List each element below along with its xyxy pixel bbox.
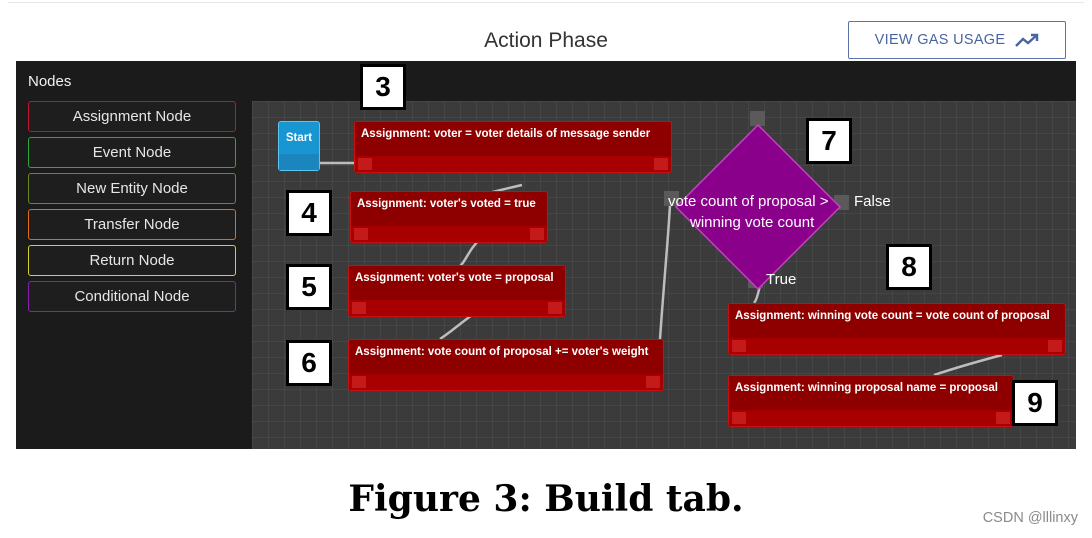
palette-conditional-node[interactable]: Conditional Node bbox=[28, 281, 236, 312]
condition-text-line1: vote count of proposal > bbox=[668, 193, 829, 210]
page-title: Action Phase bbox=[484, 29, 608, 52]
assignment-node-vote-count[interactable]: Assignment: vote count of proposal += vo… bbox=[348, 339, 664, 391]
palette-transfer-node[interactable]: Transfer Node bbox=[28, 209, 236, 240]
node-label: Assignment: winning proposal name = prop… bbox=[735, 382, 998, 394]
palette-item-label: Assignment Node bbox=[72, 108, 192, 125]
node-input-port[interactable] bbox=[732, 340, 746, 352]
annotation-3: 3 bbox=[360, 64, 406, 110]
trending-up-icon bbox=[1015, 33, 1039, 47]
annotation-5: 5 bbox=[286, 264, 332, 310]
conditional-node[interactable] bbox=[674, 123, 842, 291]
annotation-4: 4 bbox=[286, 190, 332, 236]
node-output-port[interactable] bbox=[654, 158, 668, 170]
action-phase-panel: Action Phase VIEW GAS USAGE Nodes Assign… bbox=[8, 2, 1084, 449]
watermark: CSDN @lllinxy bbox=[982, 510, 1078, 526]
condition-true-label: True bbox=[766, 271, 797, 288]
condition-text-line2: winning vote count bbox=[690, 214, 815, 231]
figure-caption: Figure 3: Build tab. bbox=[348, 478, 744, 520]
node-label: Assignment: voter = voter details of mes… bbox=[361, 128, 651, 140]
annotation-9: 9 bbox=[1012, 380, 1058, 426]
nodes-heading: Nodes bbox=[28, 73, 72, 90]
condition-left-port[interactable] bbox=[664, 191, 679, 206]
condition-input-port[interactable] bbox=[750, 111, 765, 126]
view-gas-usage-label: VIEW GAS USAGE bbox=[874, 32, 1006, 48]
node-input-port[interactable] bbox=[358, 158, 372, 170]
start-node[interactable]: Start bbox=[278, 121, 320, 171]
node-output-port[interactable] bbox=[548, 302, 562, 314]
node-input-port[interactable] bbox=[732, 412, 746, 424]
palette-return-node[interactable]: Return Node bbox=[28, 245, 236, 276]
node-output-port[interactable] bbox=[646, 376, 660, 388]
node-output-port[interactable] bbox=[996, 412, 1010, 424]
condition-false-label: False bbox=[854, 193, 891, 210]
palette-item-label: Transfer Node bbox=[84, 216, 180, 233]
node-label: Assignment: vote count of proposal += vo… bbox=[355, 346, 649, 358]
annotation-8: 8 bbox=[886, 244, 932, 290]
assignment-node-voter[interactable]: Assignment: voter = voter details of mes… bbox=[354, 121, 672, 173]
palette-item-label: Conditional Node bbox=[74, 288, 190, 305]
annotation-6: 6 bbox=[286, 340, 332, 386]
node-input-port[interactable] bbox=[354, 228, 368, 240]
palette-assignment-node[interactable]: Assignment Node bbox=[28, 101, 236, 132]
annotation-7: 7 bbox=[806, 118, 852, 164]
node-output-port[interactable] bbox=[530, 228, 544, 240]
node-output-port[interactable] bbox=[1048, 340, 1062, 352]
node-label: Assignment: winning vote count = vote co… bbox=[735, 310, 1050, 322]
node-input-port[interactable] bbox=[352, 302, 366, 314]
node-label: Assignment: voter's vote = proposal bbox=[355, 272, 554, 284]
palette-new-entity-node[interactable]: New Entity Node bbox=[28, 173, 236, 204]
assignment-node-winning-proposal-name[interactable]: Assignment: winning proposal name = prop… bbox=[728, 375, 1014, 427]
start-node-label: Start bbox=[285, 132, 313, 144]
view-gas-usage-button[interactable]: VIEW GAS USAGE bbox=[848, 21, 1066, 59]
graph-canvas[interactable]: Start Assignment: voter = voter details … bbox=[252, 101, 1076, 449]
node-editor: Nodes Assignment Node Event Node New Ent… bbox=[16, 61, 1076, 449]
palette-event-node[interactable]: Event Node bbox=[28, 137, 236, 168]
assignment-node-vote[interactable]: Assignment: voter's vote = proposal bbox=[348, 265, 566, 317]
palette-item-label: Event Node bbox=[92, 144, 172, 161]
node-label: Assignment: voter's voted = true bbox=[357, 198, 536, 210]
palette-item-label: Return Node bbox=[89, 252, 175, 269]
palette-item-label: New Entity Node bbox=[76, 180, 188, 197]
node-input-port[interactable] bbox=[352, 376, 366, 388]
assignment-node-winning-vote-count[interactable]: Assignment: winning vote count = vote co… bbox=[728, 303, 1066, 355]
assignment-node-voted[interactable]: Assignment: voter's voted = true bbox=[350, 191, 548, 243]
